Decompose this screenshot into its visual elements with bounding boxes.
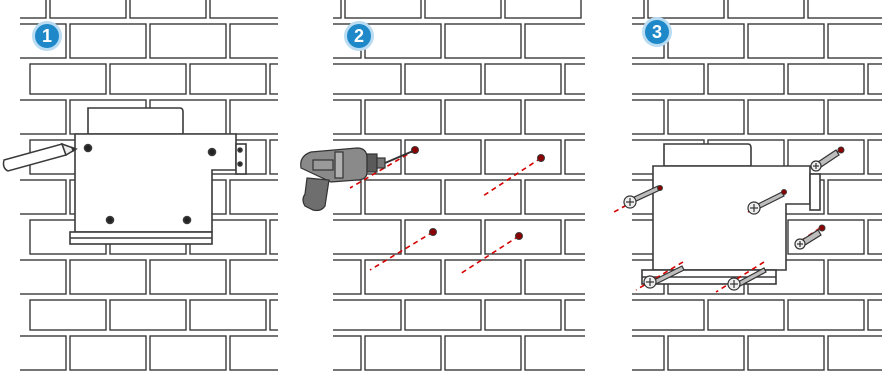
step-2-panel: 2 [295,0,590,372]
drill-icon [301,148,413,211]
step-number: 3 [652,22,662,42]
step-3-panel: 3 [598,0,882,372]
step-badge-3: 3 [642,17,672,47]
wall-plug-icon [795,230,821,249]
pencil-icon [4,144,77,171]
step-badge-1: 1 [32,21,62,51]
step-badge-2: 2 [344,21,374,51]
step-1-panel: 1 [0,0,290,372]
wall-plug-icon [811,150,839,171]
step-number: 1 [42,26,52,46]
brick-wall [295,0,590,370]
mounting-bracket [70,108,246,244]
step-number: 2 [354,26,364,46]
